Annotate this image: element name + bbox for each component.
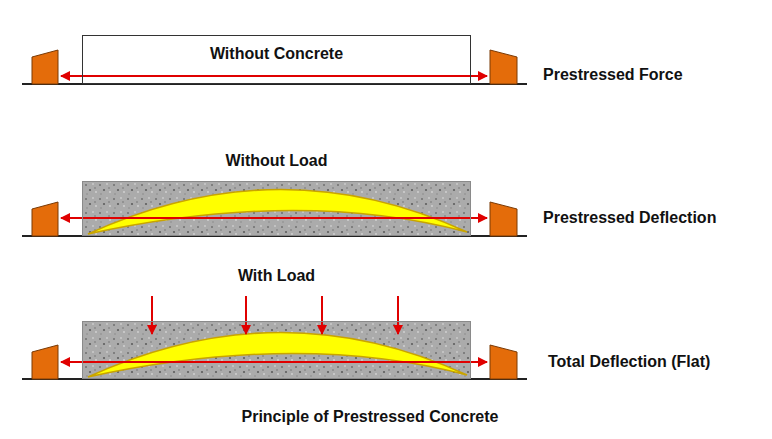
box-heading: Without Concrete bbox=[83, 44, 470, 64]
beam-box: With Load bbox=[82, 321, 471, 379]
stage-label: Prestressed Deflection bbox=[543, 208, 716, 228]
deflection-shape bbox=[88, 189, 467, 234]
box-heading: Without Load bbox=[83, 151, 470, 171]
beam-box: Without Load bbox=[82, 181, 471, 236]
abutments bbox=[32, 50, 517, 379]
deflection-shape bbox=[88, 332, 467, 377]
ground-lines bbox=[22, 84, 527, 379]
concrete-beam bbox=[82, 181, 471, 236]
prestress-arrows bbox=[61, 76, 487, 362]
box-heading: With Load bbox=[83, 266, 470, 286]
load-arrows bbox=[152, 296, 398, 334]
concrete-beam bbox=[82, 321, 471, 379]
form-box: Without Concrete bbox=[82, 35, 471, 84]
figure-caption: Principle of Prestressed Concrete bbox=[0, 407, 740, 427]
stage-label: Total Deflection (Flat) bbox=[548, 352, 710, 372]
stage-label: Prestressed Force bbox=[543, 65, 683, 85]
